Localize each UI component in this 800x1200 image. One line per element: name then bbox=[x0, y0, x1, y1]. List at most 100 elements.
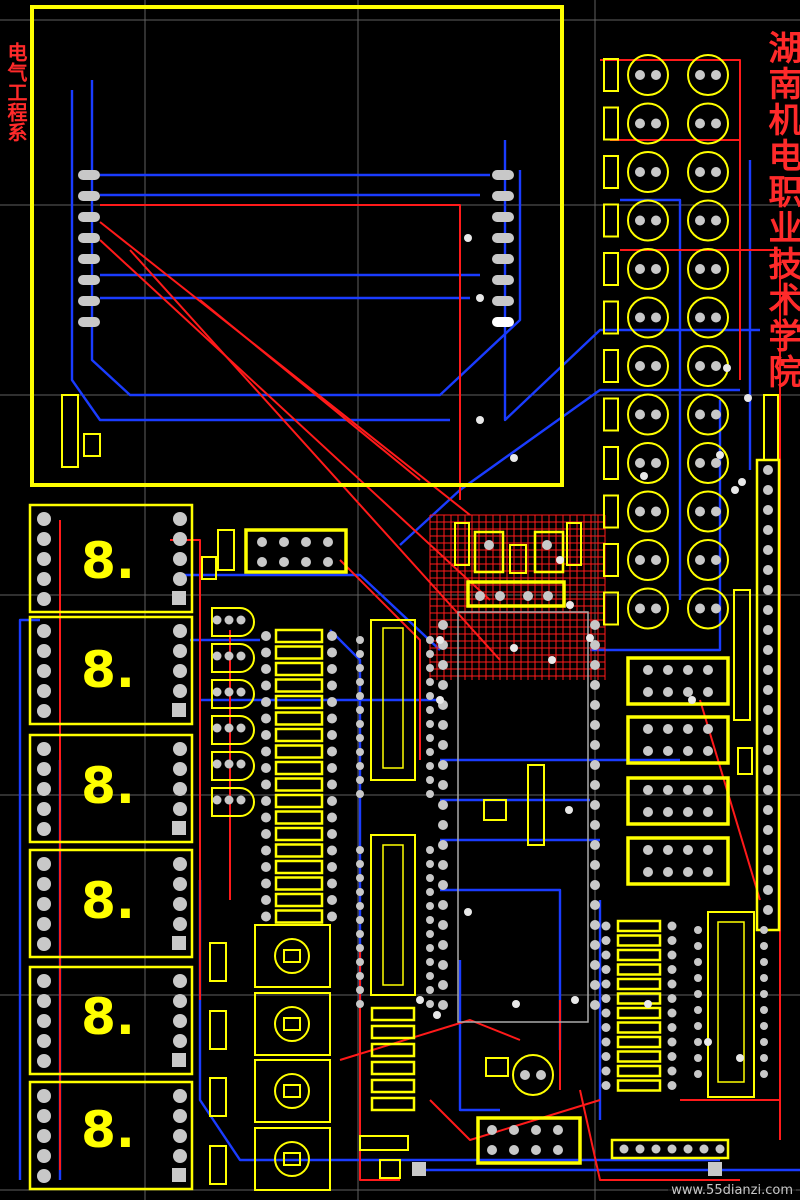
ic-pin bbox=[760, 1022, 768, 1030]
resistor-outline bbox=[603, 203, 619, 238]
seven-seg-outline bbox=[28, 733, 194, 844]
capacitor-pad bbox=[695, 603, 705, 614]
resistor-pad bbox=[327, 713, 337, 724]
switch-pad bbox=[703, 807, 713, 817]
header-pin bbox=[763, 645, 773, 655]
ic-pin bbox=[426, 706, 434, 714]
conn-pad bbox=[279, 557, 289, 567]
resistor-outline bbox=[616, 1035, 662, 1049]
switch-pad bbox=[683, 724, 693, 734]
diode-outline bbox=[454, 522, 470, 566]
capacitor-pad bbox=[651, 506, 661, 517]
regulator-outline bbox=[533, 530, 565, 574]
seven-seg-pad-right bbox=[173, 624, 187, 638]
resistor-outline bbox=[603, 106, 619, 141]
ic-pin bbox=[426, 958, 434, 966]
transistor-pad bbox=[224, 615, 234, 625]
resistor-outline bbox=[616, 1021, 662, 1034]
pushbutton-circle bbox=[274, 938, 310, 974]
header-pin bbox=[619, 1144, 629, 1154]
ic-pin bbox=[356, 902, 364, 910]
via bbox=[436, 696, 444, 704]
conn-pad bbox=[257, 557, 267, 567]
cap-outline bbox=[485, 1057, 509, 1077]
pushbutton-circle bbox=[274, 1073, 310, 1109]
mcu-pin-right bbox=[590, 640, 600, 650]
resistor-pad bbox=[601, 1066, 611, 1076]
capacitor-pad bbox=[635, 312, 645, 323]
conn-pad bbox=[553, 1125, 563, 1135]
capacitor-pad bbox=[695, 458, 705, 468]
square-pad bbox=[412, 1162, 426, 1176]
seven-seg-pad-left bbox=[37, 572, 51, 586]
resistor-outline bbox=[616, 1050, 662, 1063]
crystal-outline bbox=[527, 764, 545, 846]
pushbutton-circle bbox=[274, 1006, 310, 1042]
header-pin bbox=[763, 845, 773, 855]
seven-seg-pad-left bbox=[37, 1014, 51, 1028]
switch-pad bbox=[643, 665, 653, 675]
seven-seg-pad-right bbox=[173, 512, 187, 526]
ic-pin bbox=[760, 926, 768, 934]
ic-pin bbox=[426, 692, 434, 700]
resistor-pad bbox=[667, 1052, 677, 1061]
resistor-pad bbox=[601, 1023, 611, 1032]
ic-pin bbox=[760, 958, 768, 966]
switch-pad bbox=[703, 687, 713, 697]
switch-block-outline bbox=[626, 715, 730, 765]
ic-pin bbox=[426, 860, 434, 868]
lcd-tab-outline bbox=[83, 433, 101, 457]
ic-pin bbox=[760, 1038, 768, 1046]
capacitor-pad bbox=[711, 506, 721, 517]
transistor-pad bbox=[236, 795, 246, 805]
switch-pad bbox=[703, 867, 713, 877]
resistor-pad bbox=[601, 1052, 611, 1061]
capacitor-pad bbox=[635, 70, 645, 80]
mcu-pin-left bbox=[438, 960, 448, 970]
ic-pin bbox=[356, 888, 364, 896]
via bbox=[716, 451, 724, 459]
regulator-outline bbox=[473, 530, 505, 574]
switch-pad bbox=[663, 746, 673, 756]
resistor-outline bbox=[616, 1079, 662, 1092]
conn-pad bbox=[279, 537, 289, 547]
blue-trace bbox=[590, 400, 722, 652]
red-trace bbox=[339, 559, 421, 760]
resistor-pad bbox=[261, 763, 271, 773]
resistor-outline bbox=[274, 645, 324, 660]
seven-seg-pad-right bbox=[173, 1014, 187, 1028]
seven-seg-pad-right bbox=[173, 644, 187, 658]
header-pin bbox=[763, 705, 773, 715]
ic-pin bbox=[426, 776, 434, 784]
header-pin bbox=[699, 1144, 709, 1154]
resistor-outline bbox=[274, 793, 324, 809]
capacitor-pad bbox=[711, 555, 721, 565]
lcd-right-pad bbox=[492, 254, 514, 264]
lcd-left-pad bbox=[78, 296, 100, 306]
resistor-pad bbox=[327, 763, 337, 773]
resistor-pad bbox=[667, 994, 677, 1003]
mcu-pin-left bbox=[438, 920, 448, 930]
seven-seg-pad-left bbox=[37, 624, 51, 638]
seven-seg-pad-left bbox=[37, 1034, 51, 1048]
seven-seg-pad-left bbox=[37, 822, 51, 836]
digit-6: 8. bbox=[81, 1101, 135, 1159]
capacitor-pad bbox=[695, 264, 705, 274]
lcd-left-pad bbox=[78, 170, 100, 180]
via bbox=[644, 1000, 652, 1008]
ic-pin bbox=[760, 974, 768, 982]
resistor-pad bbox=[327, 862, 337, 872]
switch-pad bbox=[663, 845, 673, 855]
header-pin bbox=[651, 1144, 661, 1154]
resistor-pad bbox=[667, 965, 677, 974]
ic-pin bbox=[356, 762, 364, 770]
ic-pin bbox=[356, 986, 364, 994]
ic-pin bbox=[356, 916, 364, 924]
seven-seg-outline bbox=[28, 848, 194, 959]
mcu-pin-left bbox=[438, 840, 448, 850]
transistor-pad bbox=[224, 723, 234, 733]
header-pin bbox=[763, 885, 773, 895]
seven-seg-pad-square bbox=[172, 1168, 186, 1182]
switch-pad bbox=[683, 845, 693, 855]
square-pad bbox=[708, 1162, 722, 1176]
